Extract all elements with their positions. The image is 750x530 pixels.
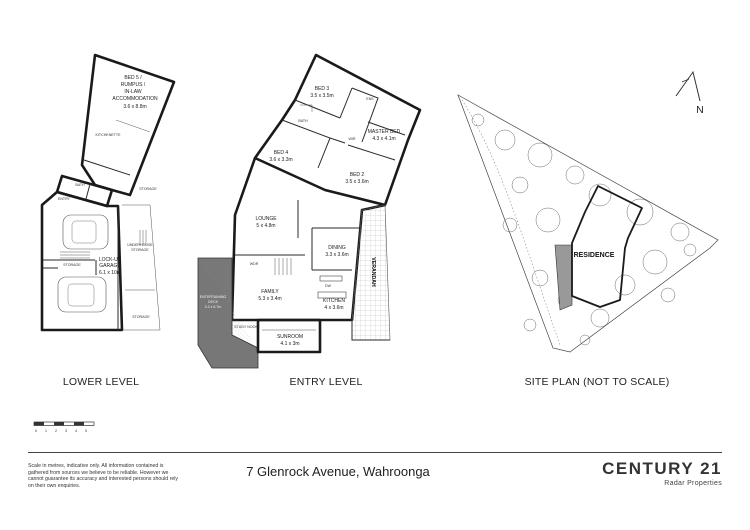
residence-label: RESIDENCE [574, 252, 615, 259]
underhouse-storage-label: UNDERHOUSE [127, 243, 153, 247]
underhouse-storage-label: STORAGE [131, 248, 149, 252]
site-plan-title: SITE PLAN (NOT TO SCALE) [525, 376, 670, 388]
bed4-dimensions: 3.6 x 3.3m [269, 157, 292, 163]
bed3-dimensions: 3.5 x 3.5m [310, 93, 333, 99]
scale-bar: 0 1 2 3 4 5 [33, 421, 95, 433]
entertaining-deck-label: ENTERTAINING [200, 295, 227, 299]
bed3-label: BED 3 [315, 86, 330, 92]
north-label: N [696, 104, 704, 116]
disclaimer-text: Scale in metres, indicative only. All in… [28, 463, 178, 489]
sunroom-label: SUNROOM [277, 334, 303, 340]
entry-level-title: ENTRY LEVEL [289, 376, 362, 388]
wdr-label: WDR [250, 262, 259, 266]
family-dimensions: 5.3 x 3.4m [258, 296, 281, 302]
master-bed-label: MASTER BED [368, 129, 401, 135]
garage-label: LOCK-UP [99, 257, 122, 263]
bed4-label: BED 4 [274, 150, 289, 156]
kitchen-dimensions: 4 x 3.6m [324, 305, 343, 311]
footer-divider [28, 452, 722, 453]
bath-label: BATH [298, 119, 308, 123]
scale-tick-label: 0 [35, 429, 37, 433]
master-bed-dimensions: 4.3 x 4.1m [372, 136, 395, 142]
north-arrow-icon [675, 70, 701, 102]
car-icon [57, 276, 107, 313]
bed5-label: ACCOMMODATION [112, 96, 158, 102]
bed5-label: BED 5 / [124, 75, 142, 81]
verandah-label: VERANDAH [370, 257, 376, 287]
bed2-dimensions: 3.5 x 3.6m [345, 179, 368, 185]
lounge-dimensions: 5 x 4.8m [256, 223, 275, 229]
bed5-dimensions: 3.6 x 8.8m [123, 104, 146, 110]
storage-label: STORAGE [139, 187, 157, 191]
wir-label: WIR [349, 137, 356, 141]
car-icon [62, 214, 109, 250]
site-plan: N RESID [457, 70, 719, 388]
entertaining-deck-dimensions: 3.3 x 6.7m [205, 305, 222, 309]
bed5-label: RUMPUS / [121, 82, 146, 88]
scale-tick-label: 5 [85, 429, 87, 433]
dining-dimensions: 3.3 x 3.6m [325, 252, 348, 258]
scale-tick-label: 2 [55, 429, 57, 433]
dw-label: DW [325, 284, 332, 288]
lounge-label: LOUNGE [255, 216, 277, 222]
entertaining-deck-label: DECK [208, 300, 219, 304]
lower-level-title: LOWER LEVEL [63, 376, 139, 388]
office-name: Radar Properties [664, 480, 722, 487]
lower-level-plan: BED 5 / RUMPUS / IN-LAW ACCOMMODATION 3.… [40, 53, 176, 388]
kitchenette-label: KITCHENETTE [96, 133, 122, 137]
garage-label: GARAGE [99, 263, 121, 269]
scale-tick-label: 4 [75, 429, 77, 433]
sunroom-dimensions: 4.1 x 3m [280, 341, 299, 347]
bath-label: BATH [75, 183, 85, 187]
family-label: FAMILY [261, 289, 279, 295]
ensuite-label: ENS [366, 97, 374, 101]
storage-label: STORAGE [63, 263, 81, 267]
storage-label: STORAGE [132, 315, 150, 319]
entry-level-plan: BED 3 3.5 x 3.5m BATH MASTER BED 4.3 x 4… [197, 53, 422, 388]
property-address: 7 Glenrock Avenue, Wahroonga [246, 464, 430, 479]
scale-tick-label: 1 [45, 429, 47, 433]
garage-dimensions: 6.1 x 10m [99, 270, 121, 276]
bed2-label: BED 2 [350, 172, 365, 178]
entry-label: ENTRY [58, 197, 71, 201]
dining-label: DINING [328, 245, 346, 251]
scale-tick-label: 3 [65, 429, 67, 433]
study-nook-label: STUDY NOOK [234, 325, 258, 329]
brand-logo: CENTURY 21 [602, 459, 722, 478]
kitchen-label: KITCHEN [323, 298, 345, 304]
bed5-label: IN-LAW [124, 89, 142, 95]
